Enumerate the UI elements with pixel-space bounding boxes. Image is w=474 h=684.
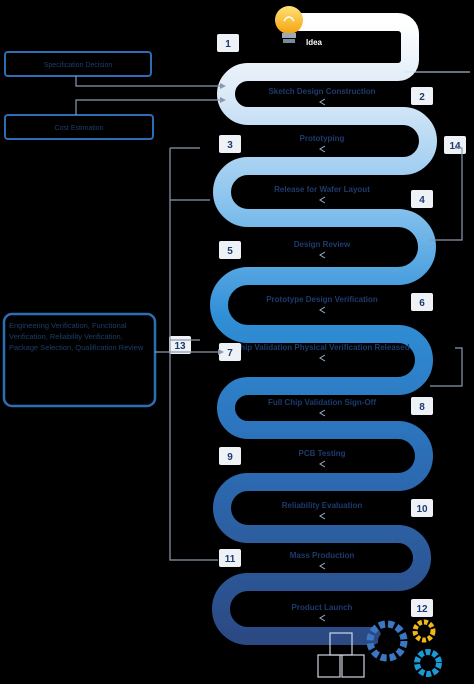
- step-number-badge: [219, 135, 241, 153]
- step-number: 12: [416, 604, 428, 615]
- step-number: 14: [449, 141, 461, 152]
- connector-lines: [75, 76, 463, 561]
- step-number: 13: [174, 341, 186, 352]
- step-number-badge: [217, 34, 239, 52]
- side-box-specification-text: Specification Decision: [44, 62, 113, 69]
- chevron-left-icon: [319, 98, 326, 106]
- step-label: Reliability Evaluation: [282, 501, 363, 510]
- step-number: 3: [227, 140, 233, 151]
- boxes-icon: [317, 632, 365, 678]
- flow-ribbon: [210, 13, 437, 645]
- step-number: 2: [419, 92, 425, 103]
- step-number: 4: [419, 195, 425, 206]
- step-number-badge: [411, 599, 433, 617]
- side-box-specification: [4, 51, 152, 77]
- step-number: 5: [227, 246, 233, 257]
- gears-icon: [366, 619, 442, 677]
- step-number-badge: [219, 241, 241, 259]
- step-number-badge: [444, 136, 466, 154]
- side-box-cost: [4, 114, 154, 140]
- chevron-left-icon: [319, 562, 326, 570]
- step-number-badge: [411, 87, 433, 105]
- step-number: 6: [419, 298, 425, 309]
- step-label: Mass Production: [290, 551, 355, 560]
- chevron-left-icon: [319, 145, 326, 153]
- side-box-verification-text: Engineering Verification, Functional Ver…: [9, 321, 144, 352]
- step-label: PCB Testing: [299, 449, 346, 458]
- step-number: 11: [225, 554, 236, 565]
- chevron-left-icon: [319, 196, 326, 204]
- step-number-badge: [219, 447, 241, 465]
- step-label: Prototyping: [300, 134, 345, 143]
- step-label: Product Launch: [292, 603, 353, 612]
- step-number-badge: [411, 397, 433, 415]
- step-number-badge: [219, 549, 241, 567]
- step-label: Full Chip Validation Sign-Off: [268, 398, 376, 407]
- step-number-badge: [411, 499, 433, 517]
- step-number: 8: [419, 402, 425, 413]
- step-number-badge: [219, 343, 241, 361]
- step-label: Release for Wafer Layout: [274, 185, 370, 194]
- step-number: 1: [225, 39, 231, 50]
- start-label: Idea: [306, 38, 323, 47]
- step-label: Prototype Design Verification: [266, 295, 378, 304]
- step-number-badge: [411, 293, 433, 311]
- chevron-left-icon: [319, 409, 326, 417]
- chevron-left-icon: [319, 306, 326, 314]
- chevron-left-icon: [319, 460, 326, 468]
- step-label: Design Review: [294, 240, 351, 249]
- step-label: Sketch Design Construction: [268, 87, 375, 96]
- lightbulb-icon: [275, 6, 303, 43]
- chevron-left-icon: [319, 512, 326, 520]
- side-box-cost-text: Cost Estimation: [54, 125, 103, 132]
- chevron-left-icon: [319, 251, 326, 259]
- step-number-badge: [411, 190, 433, 208]
- step-label: Chip Validation Physical Verification Re…: [234, 343, 409, 352]
- step-number: 10: [416, 504, 428, 515]
- chevron-left-icon: [319, 614, 326, 622]
- side-box-verification: [2, 312, 157, 408]
- step-number: 9: [227, 452, 233, 463]
- chevron-left-icon: [319, 354, 326, 362]
- step-number: 7: [227, 348, 233, 359]
